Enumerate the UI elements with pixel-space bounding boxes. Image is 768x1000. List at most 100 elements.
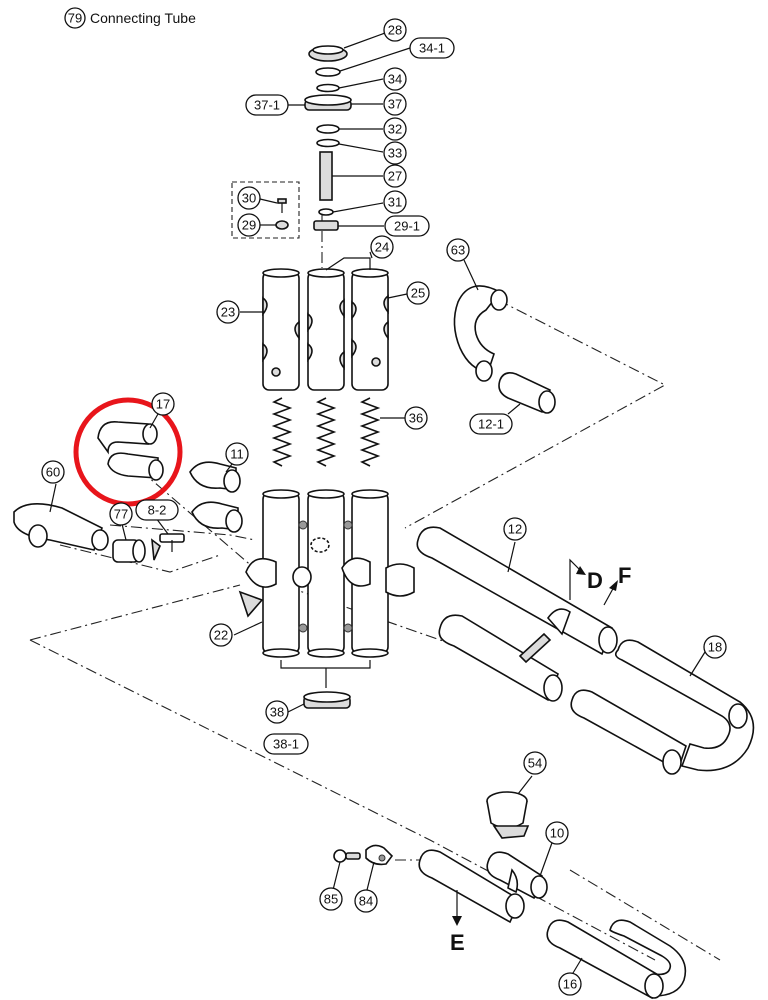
svg-text:23: 23 (221, 305, 235, 320)
svg-text:34: 34 (388, 72, 402, 87)
svg-text:29-1: 29-1 (394, 219, 420, 234)
svg-text:29: 29 (242, 218, 256, 233)
callout-60 (41, 460, 65, 484)
callout-37-1 (245, 94, 289, 116)
svg-text:11: 11 (230, 447, 244, 462)
valve-stack-top (304, 45, 352, 231)
svg-text:37-1: 37-1 (254, 98, 280, 113)
callout-8-2 (135, 499, 179, 521)
callout-18 (703, 635, 727, 659)
header-number-bubble (64, 7, 86, 29)
callouts: 28 34-1 34 37-1 37 32 33 27 30 31 29 29-… (41, 18, 727, 996)
callout-33 (383, 141, 407, 165)
part-8-2-flap (151, 533, 185, 561)
svg-text:17: 17 (156, 397, 170, 412)
svg-text:37: 37 (388, 97, 402, 112)
callout-38 (265, 700, 289, 724)
svg-text:31: 31 (388, 195, 402, 210)
callout-38-1 (263, 733, 309, 755)
svg-text:24: 24 (375, 240, 389, 255)
page-title: Connecting Tube (90, 10, 196, 26)
callout-84 (354, 889, 378, 913)
callout-29-1 (384, 215, 430, 237)
part-84-clip (365, 844, 394, 866)
header-number: 79 (68, 11, 82, 26)
part-60-elbow (13, 503, 109, 551)
callout-leaders (49, 32, 706, 979)
callout-32 (383, 117, 407, 141)
svg-text:22: 22 (214, 628, 228, 643)
cylinder-set (262, 268, 389, 391)
part-38-ring (303, 691, 351, 709)
part-10-tubes (418, 849, 548, 924)
part-31-washer (318, 208, 334, 216)
part-27-shaft (319, 151, 333, 201)
callout-63 (446, 238, 470, 262)
part-85-plug (333, 849, 361, 863)
part-29-1-nut (313, 220, 339, 231)
callout-34-1 (409, 37, 455, 59)
svg-text:38-1: 38-1 (273, 737, 299, 752)
part-77-cap (112, 539, 146, 563)
callout-25 (406, 281, 430, 305)
svg-text:10: 10 (550, 826, 564, 841)
part-12-1-tube (498, 372, 556, 414)
part-34-1-washer (315, 67, 341, 77)
part-22-valve-body (238, 489, 415, 688)
svg-text:54: 54 (528, 756, 542, 771)
svg-text:8-2: 8-2 (148, 503, 167, 518)
callout-27 (383, 164, 407, 188)
svg-text:18: 18 (708, 640, 722, 655)
callout-54 (523, 751, 547, 775)
svg-text:28: 28 (388, 23, 402, 38)
callout-23 (216, 300, 240, 324)
part-17-double-elbow (97, 421, 164, 481)
part-12-tube-assembly (416, 526, 618, 702)
part-25-cylinder (351, 268, 389, 391)
callout-85 (319, 887, 343, 911)
callout-24 (370, 235, 394, 259)
callout-11 (225, 442, 249, 466)
svg-text:36: 36 (409, 411, 423, 426)
callout-10 (545, 821, 569, 845)
part-29-nut (275, 220, 289, 230)
highlight-circle (73, 397, 183, 507)
callout-31 (383, 190, 407, 214)
svg-text:63: 63 (451, 243, 465, 258)
part-30-screw (277, 198, 287, 204)
part-63-u-bend (453, 285, 508, 382)
svg-text:16: 16 (563, 977, 577, 992)
callout-34 (383, 67, 407, 91)
direction-label-f: F (618, 563, 631, 588)
svg-text:34-1: 34-1 (419, 41, 445, 56)
part-18-u-tube (570, 639, 755, 775)
direction-label-e: E (450, 930, 465, 955)
part-33-washer (316, 138, 340, 148)
svg-text:85: 85 (324, 892, 338, 907)
svg-text:12: 12 (508, 522, 522, 537)
screw-kit-box (231, 181, 300, 239)
header: 79 Connecting Tube (64, 7, 196, 29)
part-54-funnel (486, 791, 530, 839)
svg-text:38: 38 (270, 705, 284, 720)
direction-arrows: D F E (450, 558, 631, 955)
callout-12 (503, 517, 527, 541)
callout-22 (209, 623, 233, 647)
part-32-washer (316, 124, 340, 134)
svg-text:77: 77 (114, 507, 128, 522)
svg-text:84: 84 (359, 894, 373, 909)
springs-36 (271, 397, 381, 467)
part-11-tubes (189, 461, 243, 533)
direction-label-d: D (587, 568, 603, 593)
part-34-washer (316, 83, 340, 93)
callout-16 (558, 972, 582, 996)
svg-text:30: 30 (242, 191, 256, 206)
part-23-cylinder (262, 268, 300, 391)
part-24-cylinder (307, 268, 345, 391)
callout-30 (237, 186, 261, 210)
svg-text:12-1: 12-1 (478, 417, 504, 432)
svg-text:32: 32 (388, 122, 402, 137)
callout-29 (237, 213, 261, 237)
svg-text:60: 60 (46, 465, 60, 480)
